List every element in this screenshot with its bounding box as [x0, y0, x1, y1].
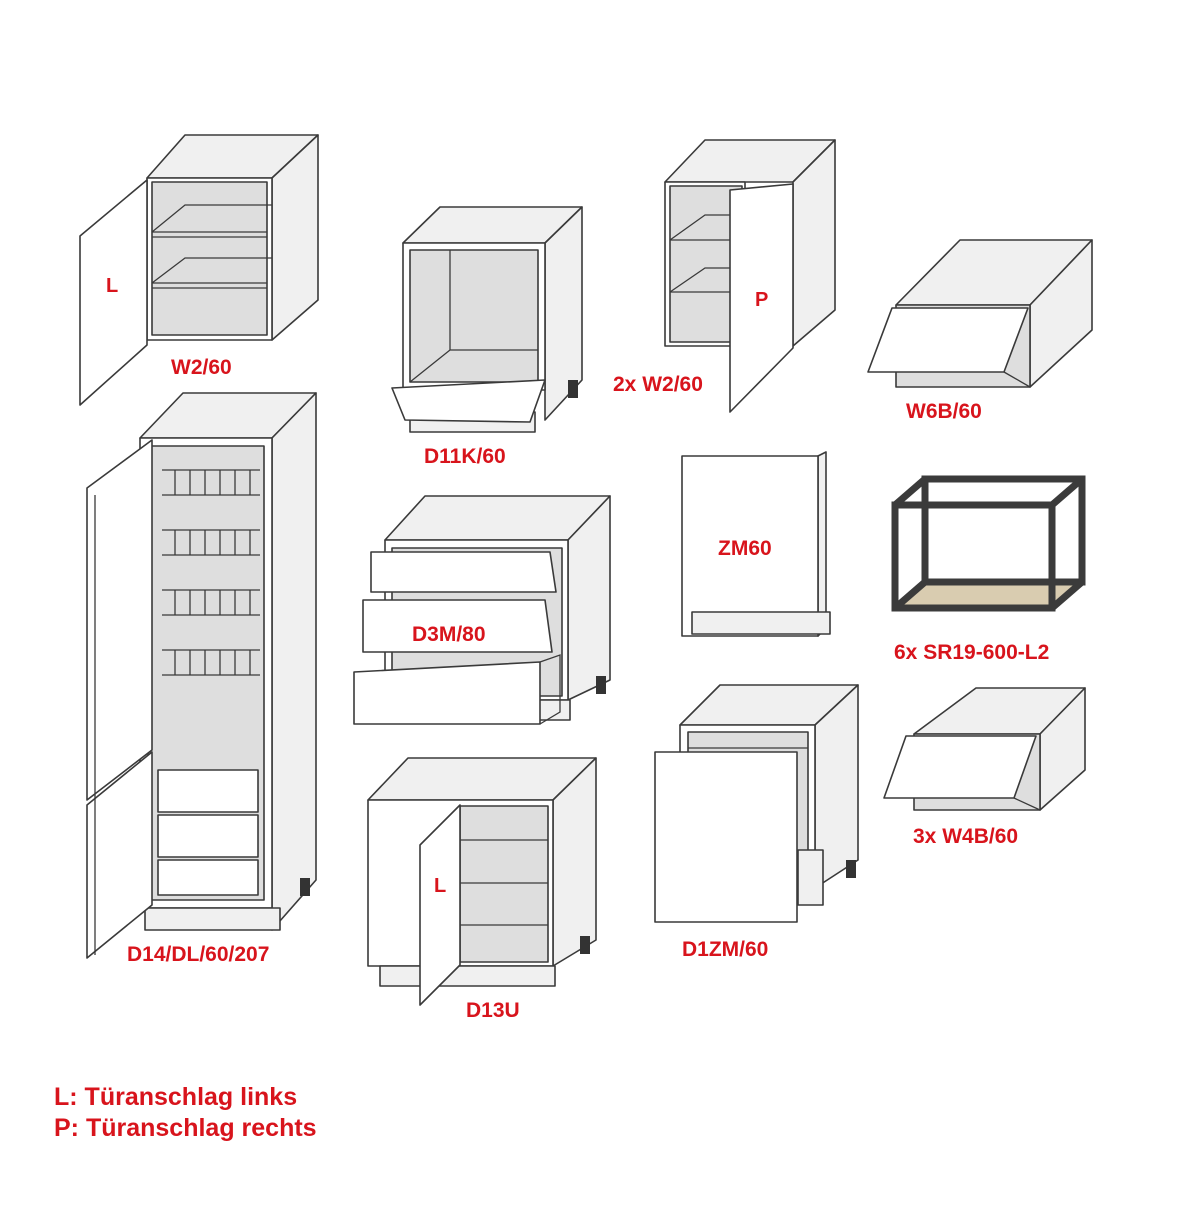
label-d11k-60: D11K/60 — [424, 445, 506, 468]
label-d13u: D13U — [466, 999, 520, 1022]
label-3x-w4b-60: 3x W4B/60 — [913, 825, 1019, 848]
cabinet-d13u — [367, 757, 597, 1006]
cabinet-3x-w4b-60 — [883, 687, 1086, 811]
label-zm60: ZM60 — [718, 537, 772, 560]
cabinet-d14-dl-60-207 — [86, 392, 317, 959]
hinge-label-w2-60: L — [106, 275, 119, 297]
shelf-sr19-600-l2 — [891, 475, 1086, 612]
panel-zm60 — [681, 451, 831, 637]
label-d1zm-60: D1ZM/60 — [682, 938, 769, 961]
cabinet-d1zm-60 — [654, 684, 859, 923]
cabinet-w2-60 — [79, 134, 319, 406]
hinge-legend: L: Türanschlag links P: Türanschlag rech… — [54, 1082, 317, 1143]
cabinet-d3m-80 — [353, 495, 611, 725]
label-w2-60: W2/60 — [171, 356, 232, 379]
hinge-label-2x-w2-60: P — [755, 289, 769, 311]
legend-right-hinge: P: Türanschlag rechts — [54, 1113, 317, 1142]
label-2x-w2-60: 2x W2/60 — [613, 373, 703, 396]
label-d14-dl-60-207: D14/DL/60/207 — [127, 943, 270, 966]
label-w6b-60: W6B/60 — [906, 400, 982, 423]
label-sr19-600-l2: 6x SR19-600-L2 — [894, 641, 1050, 664]
cabinet-2x-w2-60 — [664, 139, 836, 413]
hinge-label-d13u: L — [434, 875, 447, 897]
cabinet-w6b-60 — [867, 239, 1093, 388]
legend-left-hinge: L: Türanschlag links — [54, 1083, 298, 1111]
label-d3m-80: D3M/80 — [412, 623, 486, 646]
cabinet-d11k-60 — [391, 206, 583, 433]
